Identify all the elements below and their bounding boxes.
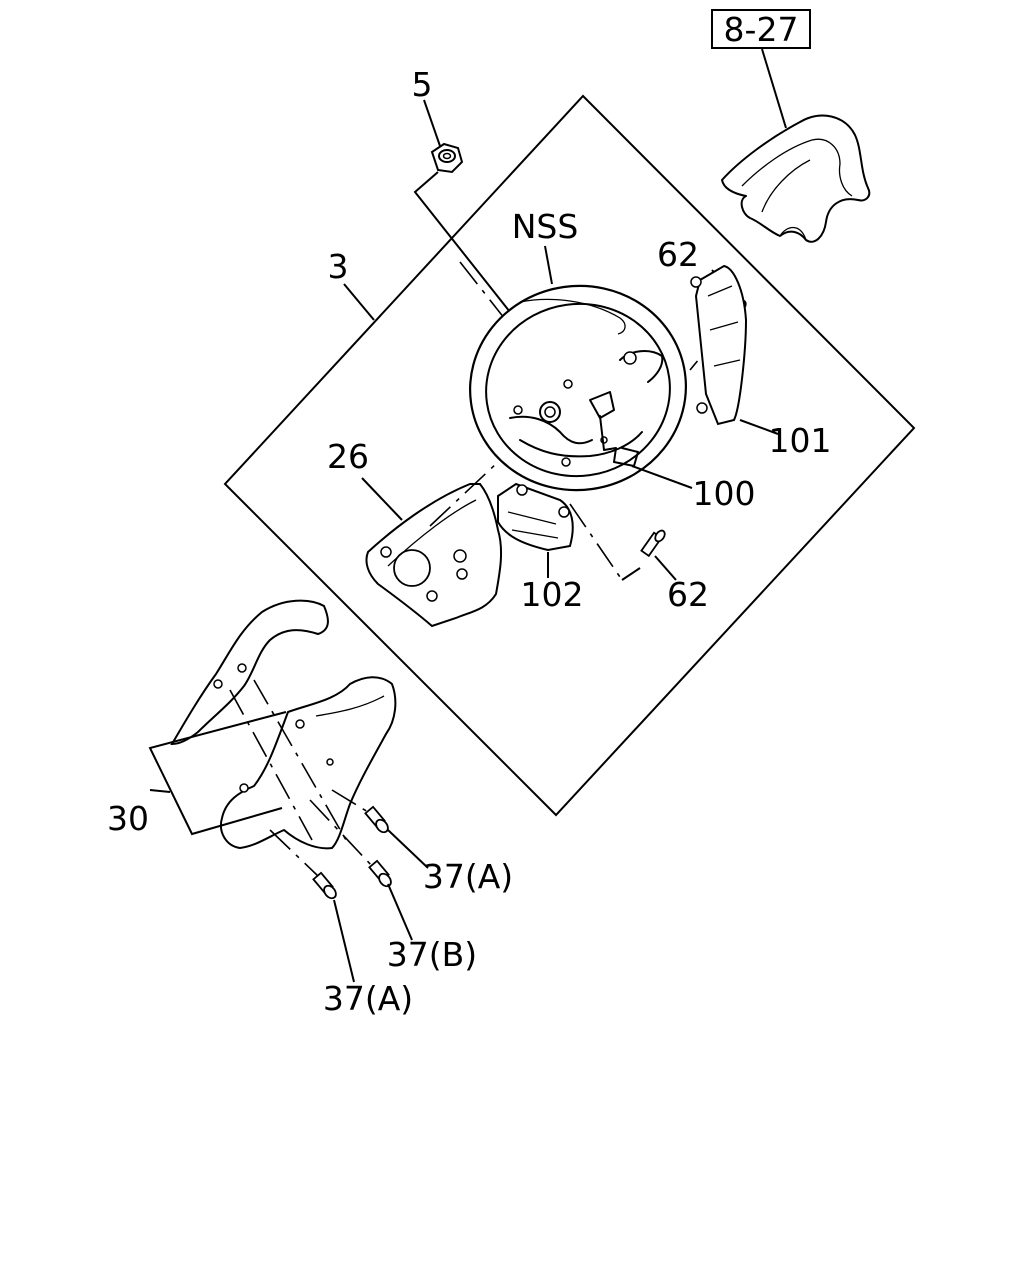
reference-label: 8-27	[724, 10, 799, 49]
callout-62-top: 62	[657, 235, 699, 274]
column-covers-30	[170, 599, 397, 850]
callout-100: 100	[693, 474, 756, 513]
nut-part-5	[430, 142, 464, 174]
callout-37a-right: 37(A)	[423, 857, 513, 896]
screw-37a-bottom	[312, 871, 337, 900]
callout-5: 5	[412, 65, 433, 104]
callout-37b: 37(B)	[387, 935, 477, 974]
callout-nss: NSS	[512, 207, 579, 246]
callout-3: 3	[328, 247, 349, 286]
callout-102: 102	[521, 575, 584, 614]
screw-62-bottom	[640, 529, 666, 558]
callout-101: 101	[769, 421, 832, 460]
switch-102	[497, 482, 574, 552]
lower-cover-26	[365, 483, 503, 628]
callout-37a-bottom: 37(A)	[323, 979, 413, 1018]
callout-30: 30	[107, 799, 149, 838]
screw-37b	[368, 859, 392, 888]
airbag-cover	[721, 114, 871, 243]
callout-26: 26	[327, 437, 369, 476]
callout-62-bottom: 62	[667, 575, 709, 614]
steering-wheel	[469, 284, 687, 492]
assembly-outline	[223, 94, 916, 817]
switch-101	[690, 264, 748, 426]
screw-37a-right	[364, 805, 389, 834]
reference-box[interactable]: 8-27	[711, 9, 811, 49]
